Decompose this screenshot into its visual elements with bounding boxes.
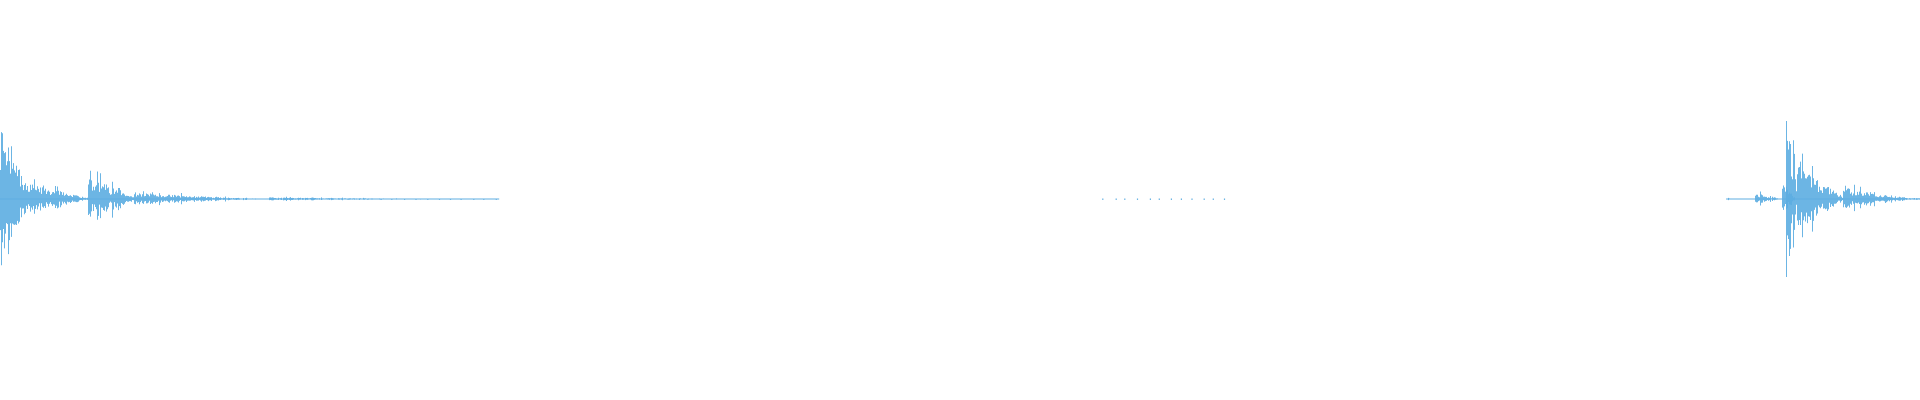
- waveform-sparse-dot: [358, 198, 361, 200]
- waveform-sparse-dot: [415, 198, 417, 200]
- waveform-sparse-dot: [1115, 198, 1117, 200]
- waveform-sparse-dot: [473, 198, 475, 200]
- waveform-sparse-dot: [380, 198, 382, 200]
- waveform-sparse-samples: [347, 198, 1226, 200]
- waveform-sparse-dot: [347, 198, 349, 200]
- waveform-sparse-dot: [460, 198, 462, 200]
- waveform-sparse-dot: [1180, 198, 1182, 200]
- waveform-sparse-dot: [391, 198, 393, 200]
- waveform-sparse-dot: [1223, 198, 1226, 200]
- waveform-sparse-dot: [367, 198, 369, 200]
- waveform-sparse-dot: [483, 198, 485, 200]
- waveform-sparse-dot: [1136, 198, 1139, 200]
- waveform-sparse-dot: [1124, 198, 1126, 200]
- waveform-sparse-dot: [1158, 198, 1160, 200]
- waveform-sparse-dot: [438, 198, 441, 200]
- waveform-sparse-dot: [1203, 198, 1205, 200]
- waveform-sparse-dot: [1212, 198, 1214, 200]
- waveform-sparse-dot: [449, 198, 452, 200]
- waveform-sparse-dot: [1191, 198, 1193, 200]
- waveform-sparse-dot: [1102, 198, 1104, 200]
- waveform-trace: [0, 121, 1920, 277]
- waveform-sparse-dot: [1149, 198, 1151, 200]
- waveform-sparse-dot: [427, 198, 429, 200]
- waveform-sparse-dot: [1170, 198, 1172, 200]
- waveform-sparse-dot: [495, 198, 497, 200]
- waveform-sparse-dot: [404, 198, 406, 200]
